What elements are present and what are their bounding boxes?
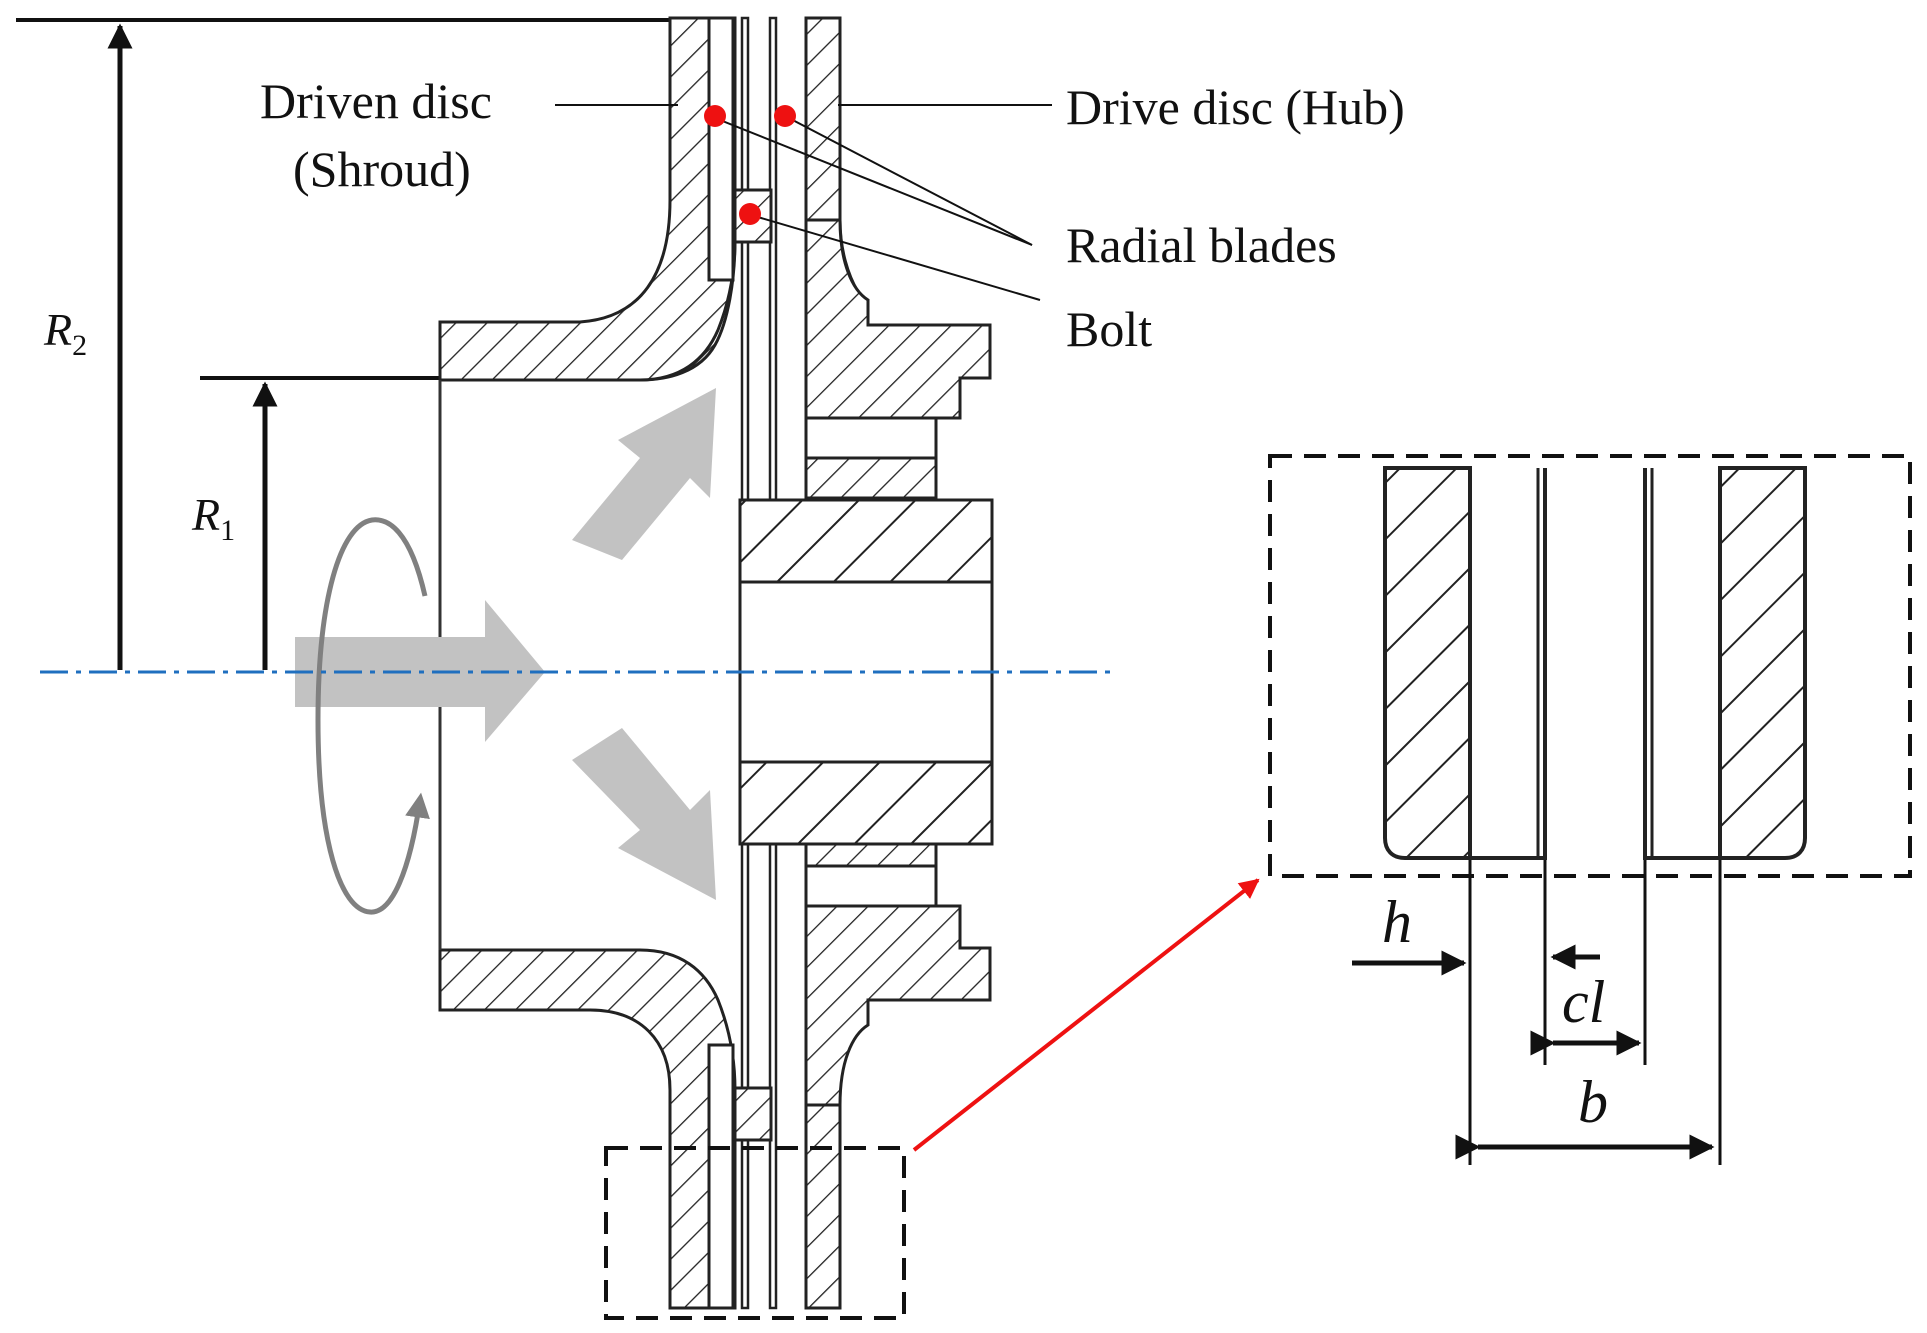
radial-blade-marker-shroud bbox=[704, 105, 726, 127]
upper-outflow-arrow bbox=[572, 388, 716, 560]
driven-disc-label: Driven disc bbox=[260, 73, 492, 129]
r2-dimension bbox=[16, 18, 670, 670]
rotation-indicator bbox=[315, 517, 430, 915]
bolt-lower bbox=[733, 1086, 773, 1142]
drive-disc-hub bbox=[738, 16, 994, 1310]
detail-pointer-arrow bbox=[912, 878, 1260, 1152]
flow-arrows bbox=[295, 388, 716, 900]
enlarged-detail-view bbox=[1268, 454, 1912, 878]
enlarged-detail-box bbox=[1268, 454, 1912, 878]
radial-blades-label: Radial blades bbox=[1066, 217, 1337, 273]
lower-outflow-arrow bbox=[572, 728, 716, 900]
leader-lines bbox=[555, 104, 1052, 301]
cl-label: cl bbox=[1562, 969, 1605, 1035]
bolt-label: Bolt bbox=[1066, 301, 1152, 357]
detail-region-box bbox=[604, 1146, 906, 1320]
shroud-label: (Shroud) bbox=[293, 141, 471, 197]
r1-dimension bbox=[200, 376, 445, 670]
radial-blade-marker-hub bbox=[774, 105, 796, 127]
detail-dimension-lines bbox=[1468, 860, 1722, 1165]
r1-label: R1 bbox=[191, 489, 235, 547]
drive-disc-label: Drive disc (Hub) bbox=[1066, 79, 1405, 135]
bolt-marker bbox=[739, 203, 761, 225]
r2-label: R2 bbox=[43, 304, 87, 362]
b-label: b bbox=[1578, 1069, 1608, 1135]
h-label: h bbox=[1382, 889, 1412, 955]
driven-disc-shroud bbox=[438, 16, 737, 1310]
